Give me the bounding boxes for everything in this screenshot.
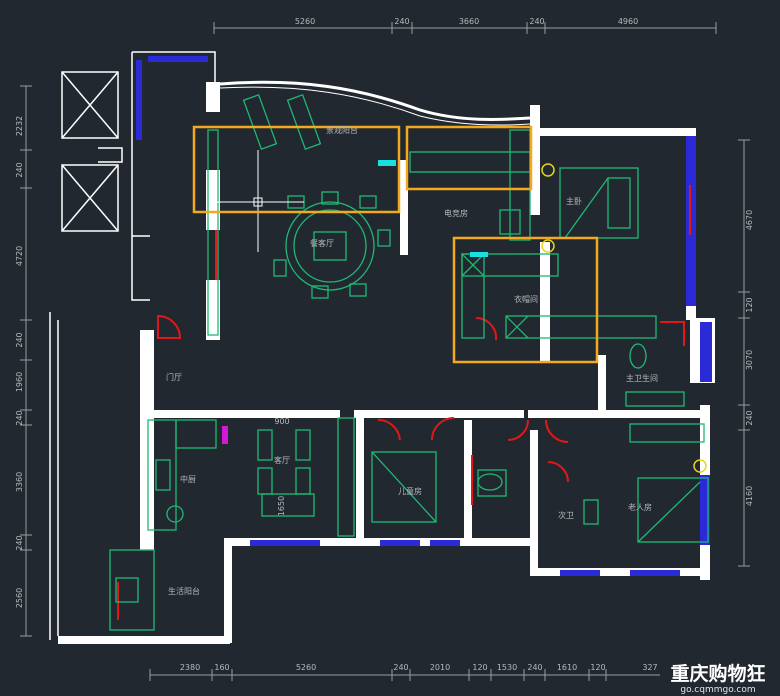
dim-left-8: 240 (15, 535, 24, 550)
dim-left-3: 4720 (15, 246, 24, 266)
watermark-brand: 重庆购物狂 (670, 662, 765, 685)
label-second-bath: 次卫 (558, 510, 574, 520)
label-living-room: 客厅 (274, 455, 290, 465)
label-dining-room: 餐客厅 (310, 238, 334, 248)
dim-top-4: 240 (529, 17, 544, 26)
highlight-closet (452, 236, 599, 364)
lounge-chairs (242, 93, 322, 151)
label-av-room: 电竞房 (444, 208, 468, 218)
dim-right-2: 120 (745, 297, 754, 312)
dim-left-7: 3360 (15, 472, 24, 492)
inner-dim-1650: 1650 (277, 496, 286, 516)
dimension-texts: 5260 240 3660 240 4960 2380 160 5260 240… (15, 17, 754, 672)
dim-left-2: 240 (15, 162, 24, 177)
walls (58, 82, 715, 644)
watermark-url: go.cqmmgo.com (680, 685, 755, 695)
highlight-balcony (192, 125, 401, 214)
drain-marker-1 (541, 163, 555, 177)
dim-bottom-1: 2380 (180, 663, 200, 672)
label-walk-in-closet: 衣帽间 (514, 294, 538, 304)
dim-bottom-10: 120 (590, 663, 605, 672)
dim-right-4: 240 (745, 410, 754, 425)
round-dining-table (273, 191, 391, 299)
dim-bottom-8: 240 (527, 663, 542, 672)
elevator-shafts (49, 51, 216, 640)
dim-left-1: 2232 (15, 116, 24, 136)
dim-left-4: 240 (15, 332, 24, 347)
dim-top-5: 4960 (618, 17, 638, 26)
room-labels: 景观阳台 餐客厅 电竞房 主卧 衣帽间 门厅 主卫生间 客厅 中厨 儿童房 次卫… (166, 125, 658, 596)
dim-left-6: 240 (15, 410, 24, 425)
dim-top-3: 3660 (459, 17, 479, 26)
cyan-marker-2 (470, 252, 488, 257)
cyan-marker-1 (378, 160, 396, 166)
label-kitchen: 中厨 (180, 474, 196, 484)
watermark: 重庆购物狂 go.cqmmgo.com (670, 662, 765, 695)
label-kids-room: 儿童房 (398, 486, 422, 496)
label-master-bath: 主卫生间 (626, 373, 658, 383)
dim-bottom-3: 5260 (296, 663, 316, 672)
label-utility-balcony: 生活阳台 (168, 586, 200, 596)
dim-bottom-6: 120 (472, 663, 487, 672)
dim-bottom-7: 1530 (497, 663, 517, 672)
dim-left-9: 2560 (15, 588, 24, 608)
dim-top-1: 5260 (295, 17, 315, 26)
label-master-bedroom: 主卧 (566, 196, 582, 206)
dim-bottom-11: 327 (642, 663, 657, 672)
drain-marker-2 (541, 239, 555, 253)
inner-dim-900: 900 (274, 417, 289, 426)
dim-bottom-5: 2010 (430, 663, 450, 672)
closet-shelves (461, 253, 657, 339)
dim-top-2: 240 (394, 17, 409, 26)
furniture (109, 93, 709, 631)
highlight-av-room (405, 125, 533, 191)
dim-bottom-9: 1610 (557, 663, 577, 672)
label-balcony-view: 景观阳台 (326, 125, 358, 135)
kitchen-accent (222, 426, 228, 444)
crosshair-cursor-icon (210, 150, 304, 252)
doors (117, 185, 691, 620)
dimension-lines (20, 22, 750, 681)
label-elder-room: 老人房 (628, 502, 652, 512)
balcony-curved-wall-inner (219, 86, 531, 126)
drain-marker-3 (693, 459, 707, 473)
dim-right-5: 4160 (745, 486, 754, 506)
dim-right-1: 4670 (745, 210, 754, 230)
balcony-curved-wall (219, 80, 531, 122)
highlight-boxes (192, 125, 599, 364)
dim-right-3: 3070 (745, 350, 754, 370)
label-entrance: 门厅 (166, 372, 182, 382)
dim-bottom-2: 160 (214, 663, 229, 672)
dim-left-5: 1960 (15, 372, 24, 392)
dim-bottom-4: 240 (393, 663, 408, 672)
